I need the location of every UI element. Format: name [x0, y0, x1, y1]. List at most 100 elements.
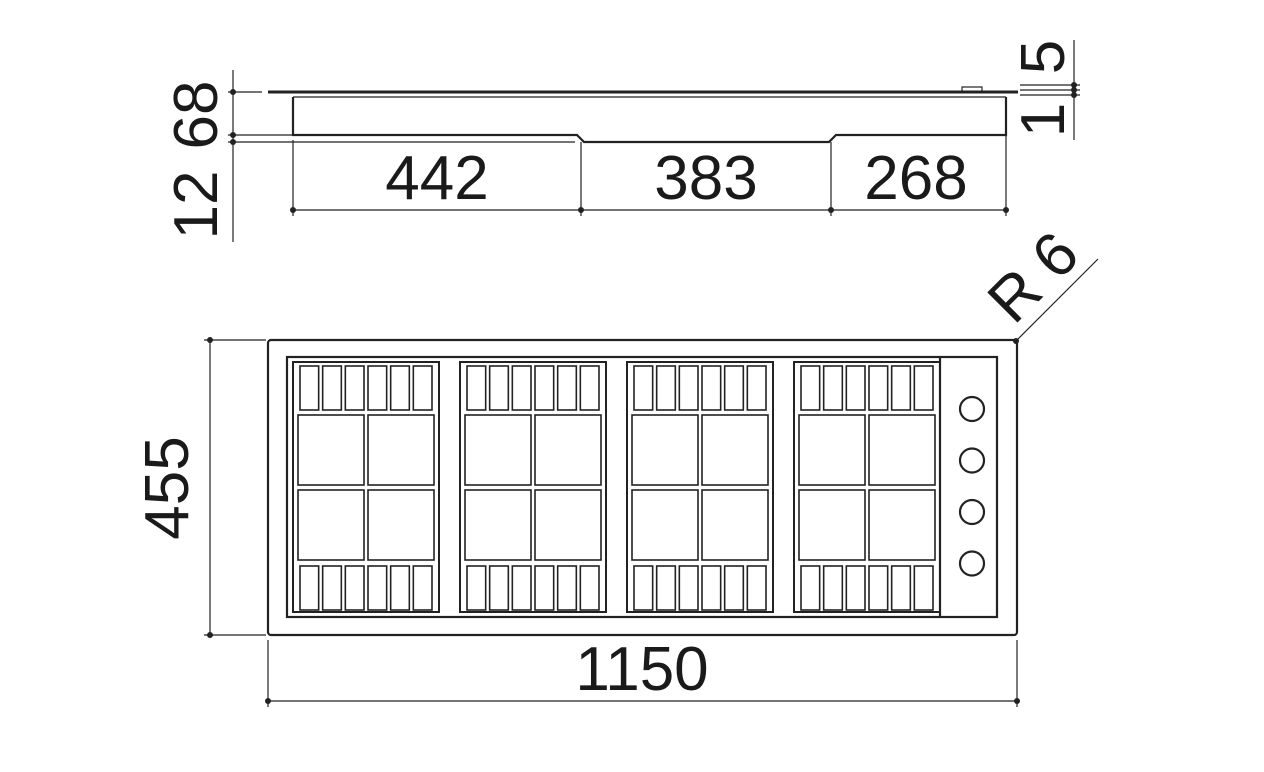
grate-frame: [459, 361, 607, 613]
burner-square: [631, 414, 699, 486]
grate-slot: [389, 365, 411, 411]
burner-square: [798, 489, 866, 561]
grate-slot: [511, 365, 532, 411]
grate-slot: [890, 565, 912, 611]
grate-slot: [367, 365, 388, 411]
dimension-1150: 1150: [575, 635, 708, 704]
dimension-dot: [1071, 87, 1077, 93]
burner-square: [297, 489, 365, 561]
dimension-dot: [1071, 92, 1077, 98]
burner-square: [798, 414, 866, 486]
cooktop-inner-frame: [285, 355, 999, 619]
grate-slot: [579, 365, 600, 411]
grate-slot: [412, 365, 433, 411]
burner-square: [464, 489, 532, 561]
control-knob-profile: [961, 86, 983, 93]
burner-square: [701, 489, 769, 561]
radius-leader-line: [1015, 258, 1099, 342]
burner-square: [868, 414, 936, 486]
burner-square: [631, 489, 699, 561]
grate-frame: [292, 361, 440, 613]
dimension-dot: [230, 139, 236, 145]
radius-label: R 6: [975, 219, 1092, 336]
grate-slot: [321, 365, 343, 411]
dimension-dot: [207, 632, 213, 638]
grate-slot: [655, 565, 677, 611]
grate-slot: [389, 565, 411, 611]
grate-slot: [556, 365, 578, 411]
dimension-12: 12: [162, 171, 231, 240]
dimension-268: 268: [864, 144, 967, 213]
grate-slot: [701, 565, 722, 611]
dimension-383: 383: [654, 144, 757, 213]
burner-square: [297, 414, 365, 486]
burner-square: [868, 489, 936, 561]
grate-slot: [845, 565, 866, 611]
control-knob: [958, 447, 986, 474]
grate-slot: [678, 565, 699, 611]
dimension-dot: [1071, 82, 1077, 88]
grate-slot: [511, 565, 532, 611]
grate-slot: [299, 565, 320, 611]
dimension-dot: [578, 207, 584, 213]
burner-square: [367, 489, 435, 561]
burner-square: [701, 414, 769, 486]
knob-group: [958, 395, 986, 577]
grate-slot: [890, 365, 912, 411]
grate-slot: [800, 365, 821, 411]
grate-slot: [913, 365, 934, 411]
side-view: 68 12 5 1 442 383 268: [162, 40, 1080, 242]
grate-slot: [868, 565, 889, 611]
top-view: 455 1150 R 6: [133, 219, 1099, 707]
dimension-dot: [1013, 338, 1019, 344]
dimension-442: 442: [385, 144, 488, 213]
control-knob: [958, 498, 986, 526]
burner-square: [534, 414, 602, 486]
burner-square: [464, 414, 532, 486]
grate-slot: [822, 365, 844, 411]
grate-slot: [822, 565, 844, 611]
grate-slot: [299, 365, 320, 411]
grate-slot: [466, 365, 487, 411]
cooktop-outline: [266, 338, 1019, 637]
grate-slot: [701, 365, 722, 411]
grate-group: [292, 361, 941, 613]
grate-frame: [793, 361, 941, 613]
dimension-dot: [1003, 207, 1009, 213]
grate-slot: [913, 565, 934, 611]
dimension-dot: [290, 207, 296, 213]
grate-slot: [633, 565, 654, 611]
grate-slot: [746, 565, 767, 611]
dimension-dot: [265, 698, 271, 704]
dimension-68: 68: [162, 81, 231, 150]
grate-slot: [412, 565, 433, 611]
grate-slot: [845, 365, 866, 411]
dimension-dot: [828, 207, 834, 213]
grate-slot: [488, 565, 510, 611]
dimension-1: 1: [1009, 103, 1078, 137]
grate-slot: [556, 565, 578, 611]
grate-slot: [655, 365, 677, 411]
grate-slot: [321, 565, 343, 611]
grate-slot: [800, 565, 821, 611]
dimension-dot: [207, 337, 213, 343]
grate-slot: [633, 365, 654, 411]
grate-slot: [534, 565, 555, 611]
dimension-dot: [1014, 698, 1020, 704]
dimension-5: 5: [1009, 40, 1078, 74]
grate-frame: [626, 361, 774, 613]
grate-slot: [746, 365, 767, 411]
grate-slot: [344, 565, 365, 611]
control-knob: [958, 395, 986, 423]
grate-slot: [344, 365, 365, 411]
dimension-dot: [230, 89, 236, 95]
grate-slot: [466, 565, 487, 611]
control-knob: [958, 550, 986, 577]
dimension-455: 455: [133, 436, 202, 539]
burner-square: [367, 414, 435, 486]
grate-slot: [868, 365, 889, 411]
burner-square: [534, 489, 602, 561]
grate-slot: [723, 565, 745, 611]
grate-slot: [534, 365, 555, 411]
